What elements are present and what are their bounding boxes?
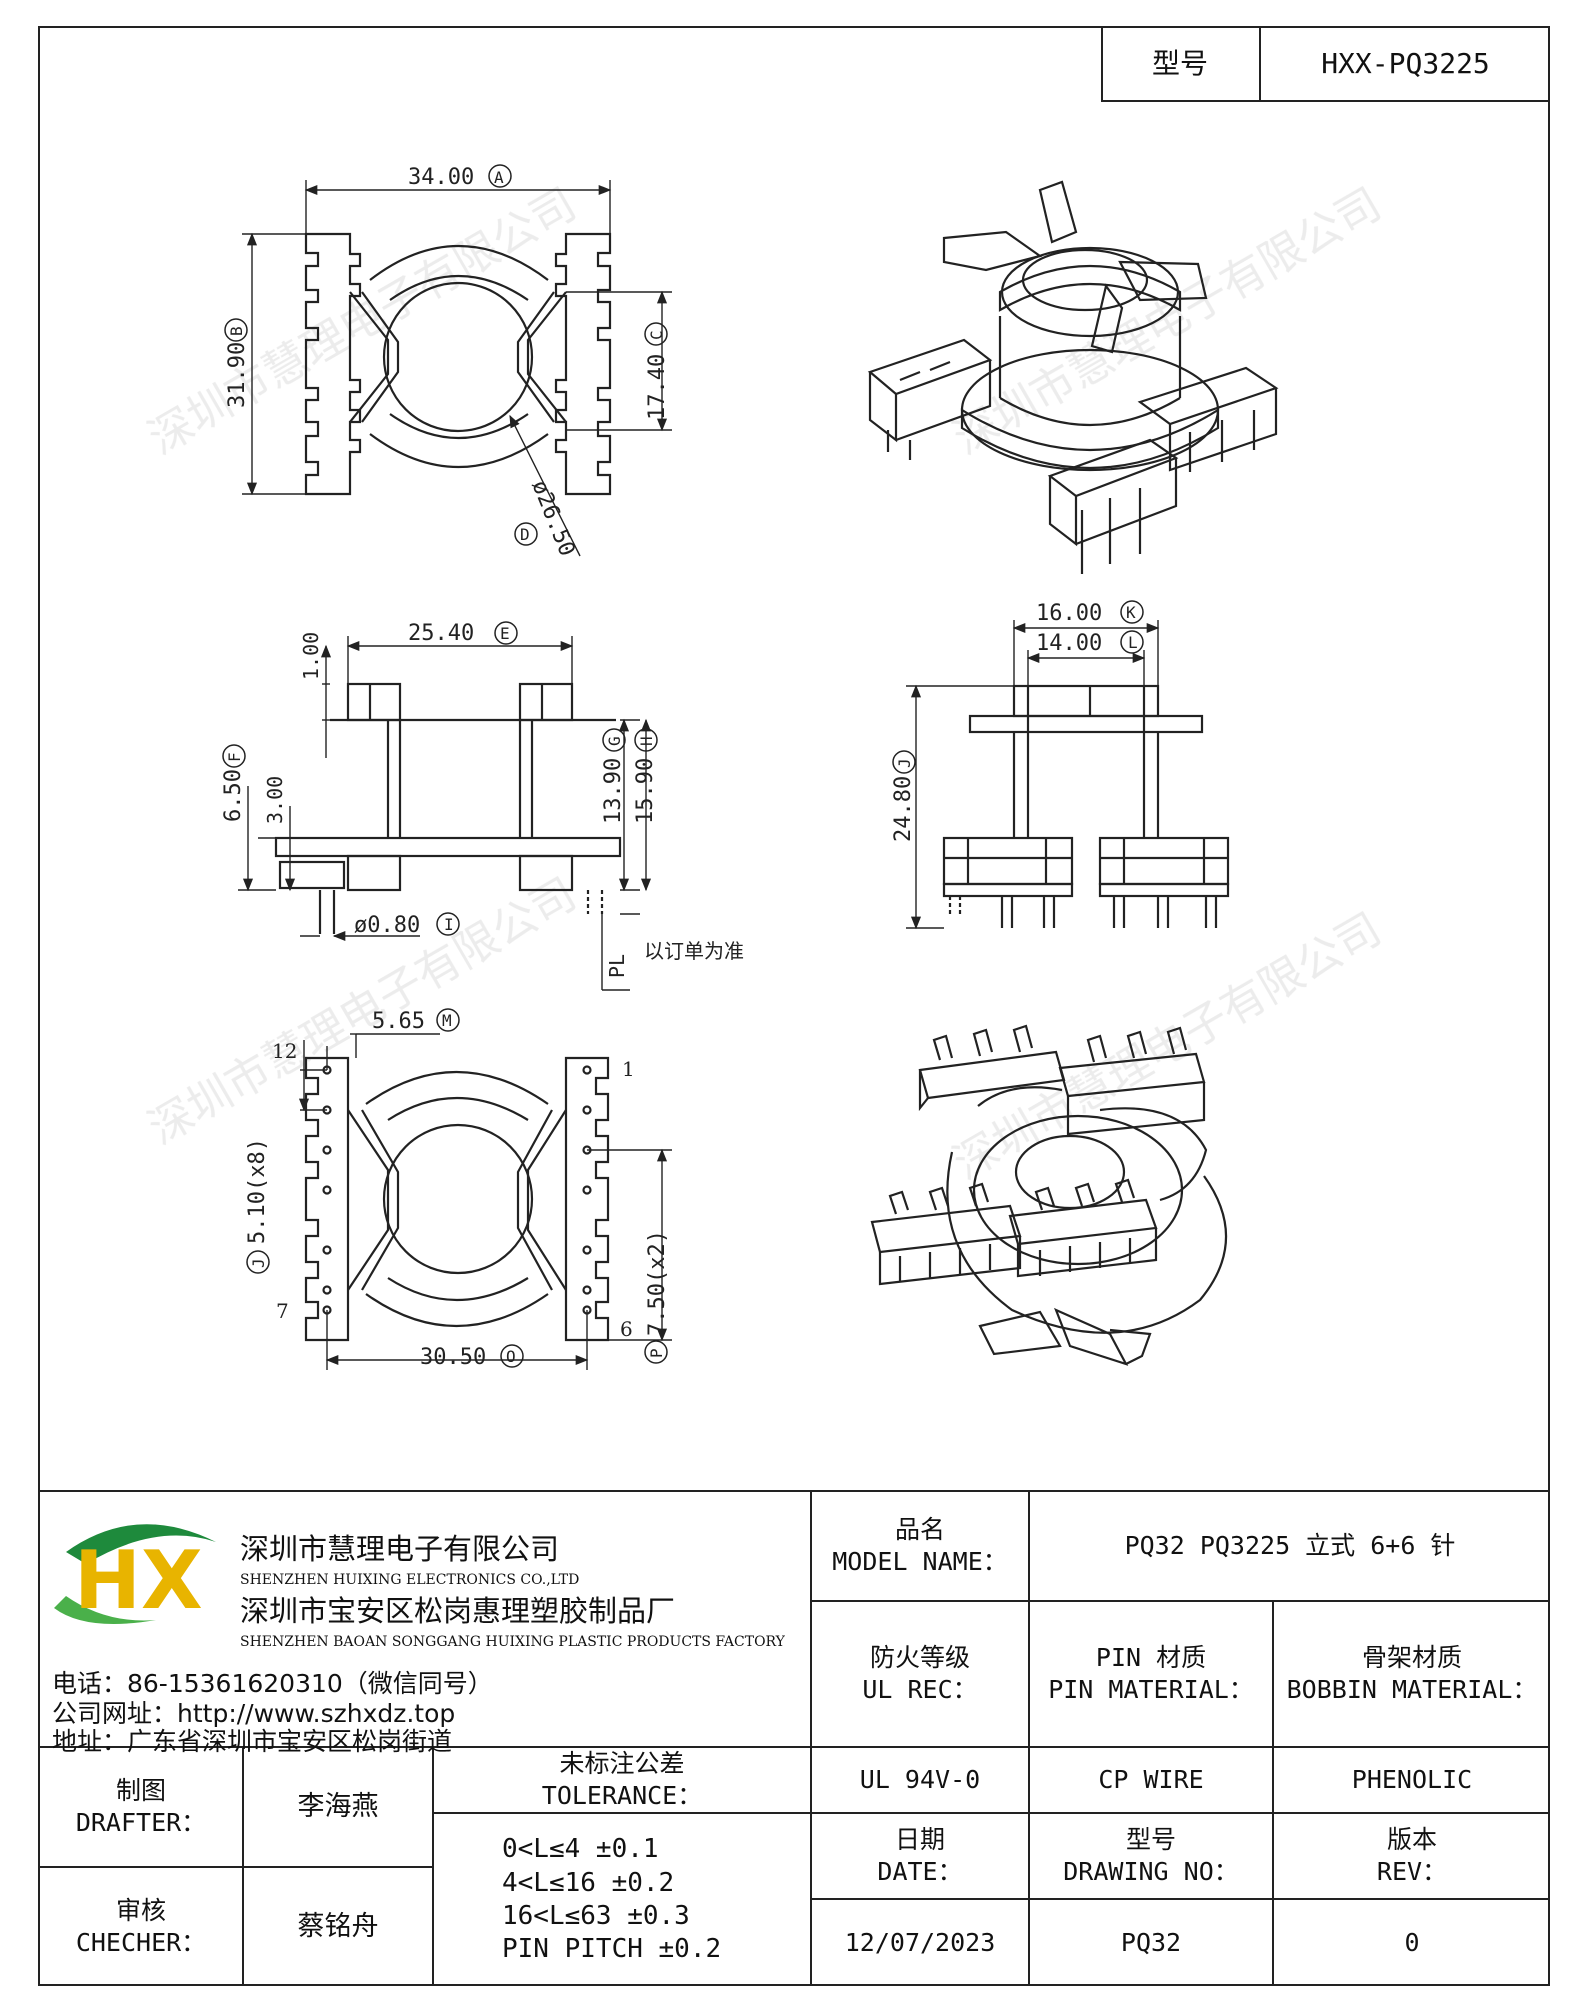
dim-g: 13.90: [601, 758, 626, 824]
tag-e: E: [500, 624, 510, 643]
dim-l: 14.00: [1036, 631, 1102, 656]
header-model-label: 型号: [1151, 47, 1208, 81]
model-name-value: PQ32 PQ3225 立式 6+6 针: [1124, 1531, 1456, 1560]
watermark-text: 深圳市慧理电子有限公司: [945, 903, 1390, 1189]
dim-k: 16.00: [1036, 601, 1102, 626]
tag-l: L: [1128, 633, 1138, 652]
dim-o: 30.50: [420, 1345, 486, 1370]
tag-j: J: [895, 758, 914, 768]
tolerance-row: 0<L≤4 ±0.1: [502, 1834, 659, 1865]
tag-b: B: [227, 326, 246, 336]
tag-f: F: [225, 752, 244, 762]
checker-name: 蔡铭舟: [297, 1910, 379, 1942]
company-website[interactable]: 公司网址：http://www.szhxdz.top: [52, 1699, 456, 1728]
tolerance-row: 4<L≤16 ±0.2: [502, 1867, 675, 1898]
dim-top: 1.00: [299, 632, 323, 680]
factory-name-cn: 深圳市宝安区松岗惠理塑胶制品厂: [240, 1594, 676, 1628]
tag-p: P: [647, 1348, 666, 1358]
dim-d: ø26.50: [526, 477, 579, 560]
dim-m: 5.65: [372, 1009, 425, 1034]
logo-text: HX: [74, 1534, 203, 1627]
tag-c: C: [647, 330, 666, 340]
pl-label: PL: [605, 954, 629, 978]
pin-label-1: 1: [622, 1057, 635, 1081]
pin-label-6: 6: [620, 1317, 633, 1341]
dim-c: 17.40: [645, 354, 670, 420]
dim-h: 15.90: [633, 758, 658, 824]
company-address: 地址：广东省深圳市宝安区松岗街道: [52, 1727, 453, 1756]
tag-o: O: [506, 1347, 516, 1366]
dim-f: 6.50: [221, 769, 246, 822]
rev-value: 0: [1404, 1928, 1420, 1957]
dim-3: 3.00: [263, 776, 287, 824]
dim-a: 34.00: [408, 165, 474, 190]
dim-e: 25.40: [408, 621, 474, 646]
header-model-box: [1101, 26, 1550, 102]
dim-i: ø0.80: [354, 913, 420, 938]
drawing-no-value: PQ32: [1120, 1928, 1182, 1957]
iso-view-bottom: [870, 1024, 1228, 1366]
header-model-value: HXX-PQ3225: [1321, 47, 1490, 81]
top-view: [242, 180, 672, 557]
tag-j2: J: [249, 1258, 268, 1268]
tag-d: D: [520, 525, 530, 544]
dim-j2: 5.10(x8): [245, 1138, 270, 1244]
pin-label-7: 7: [276, 1299, 289, 1323]
tag-circle: [488, 164, 512, 188]
ul-rec-value: UL 94V-0: [859, 1765, 981, 1794]
front-view: [906, 620, 1230, 930]
outer-frame: [38, 26, 1550, 1986]
tolerance-row: 16<L≤63 ±0.3: [502, 1901, 690, 1931]
dim-b: 31.90: [225, 342, 250, 408]
pin-label-12: 12: [272, 1039, 297, 1063]
iso-view-top: [867, 180, 1279, 574]
date-value: 12/07/2023: [844, 1928, 996, 1957]
tolerance-list: 0<L≤4 ±0.1 4<L≤16 ±0.2 16<L≤63 ±0.3 PIN …: [434, 1814, 810, 1986]
tag-h: H: [637, 736, 656, 746]
tag-i: I: [444, 915, 454, 934]
side-view: [238, 636, 652, 991]
pin-material-value: CP WIRE: [1098, 1765, 1204, 1794]
bobbin-material-value: PHENOLIC: [1351, 1765, 1473, 1794]
company-name-en: SHENZHEN HUIXING ELECTRONICS CO.,LTD: [240, 1572, 580, 1588]
logo-swoosh: [66, 1524, 216, 1564]
title-block-top-border: [38, 1490, 1550, 1492]
tag-g: G: [605, 736, 624, 746]
tag-k: K: [1126, 603, 1136, 622]
drafter-name: 李海燕: [297, 1790, 379, 1822]
bottom-view: [298, 1033, 672, 1370]
technical-drawings: 深圳市慧理电子有限公司 深圳市慧理电子有限公司 深圳市慧理电子有限公司 深圳市慧…: [140, 164, 1390, 1370]
tag-m: M: [442, 1011, 452, 1030]
company-phone: 电话：86-15361620310（微信同号）: [52, 1669, 493, 1698]
pl-note: 以订单为准: [644, 939, 744, 963]
company-name-cn: 深圳市慧理电子有限公司: [240, 1532, 560, 1566]
dim-j: 24.80: [891, 776, 916, 842]
tolerance-row: PIN PITCH ±0.2: [502, 1934, 722, 1965]
tag-a: A: [494, 168, 504, 187]
factory-name-en: SHENZHEN BAOAN SONGGANG HUIXING PLASTIC …: [240, 1634, 785, 1650]
dim-p: 7.50(x2): [645, 1230, 670, 1336]
company-logo: HX: [54, 1524, 216, 1627]
